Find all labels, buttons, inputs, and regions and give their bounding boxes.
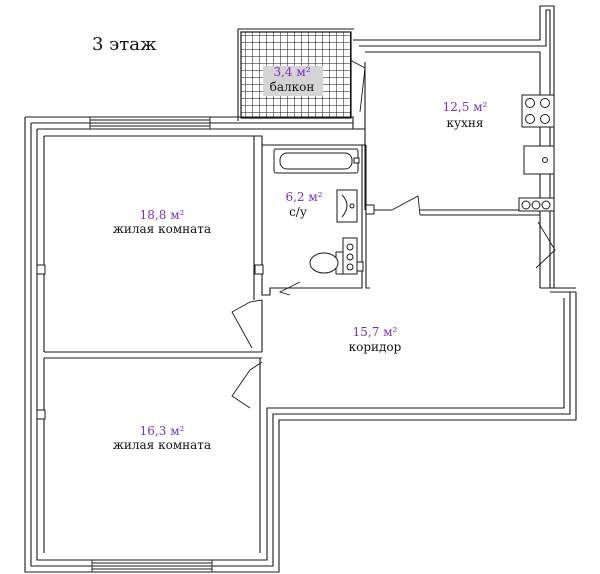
corridor-name: коридор bbox=[349, 340, 402, 354]
kitchen-name: кухня bbox=[447, 116, 484, 130]
bathroom-name: с/у bbox=[289, 205, 307, 219]
living-room-1-area: 18,8 м² bbox=[140, 208, 185, 222]
wall-markers bbox=[36, 204, 375, 420]
doors bbox=[231, 59, 556, 409]
stove bbox=[521, 94, 555, 128]
floor-label: 3 этаж bbox=[92, 34, 157, 55]
kitchen-area: 12,5 м² bbox=[443, 100, 488, 114]
room-labels: 3,4 м² балкон 12,5 м² кухня 6,2 м² с/у 1… bbox=[113, 65, 488, 452]
outer-walls bbox=[24, 5, 577, 573]
bathroom-area: 6,2 м² bbox=[285, 190, 322, 204]
living-room-2-area: 16,3 м² bbox=[140, 424, 185, 438]
kitchen-sink bbox=[523, 145, 555, 175]
living-room-1-name: жилая комната bbox=[113, 222, 211, 236]
washer bbox=[342, 237, 358, 275]
sink bbox=[336, 189, 358, 223]
balcony bbox=[237, 28, 354, 121]
balcony-area: 3,4 м² bbox=[273, 65, 310, 79]
kitchen-appliance bbox=[518, 197, 555, 212]
bathtub bbox=[273, 148, 360, 174]
corridor-area: 15,7 м² bbox=[353, 325, 398, 339]
balcony-name: балкон bbox=[270, 80, 315, 94]
living-room-2-name: жилая комната bbox=[113, 438, 211, 452]
toilet bbox=[309, 251, 345, 275]
balcony-label-bg bbox=[263, 66, 323, 96]
